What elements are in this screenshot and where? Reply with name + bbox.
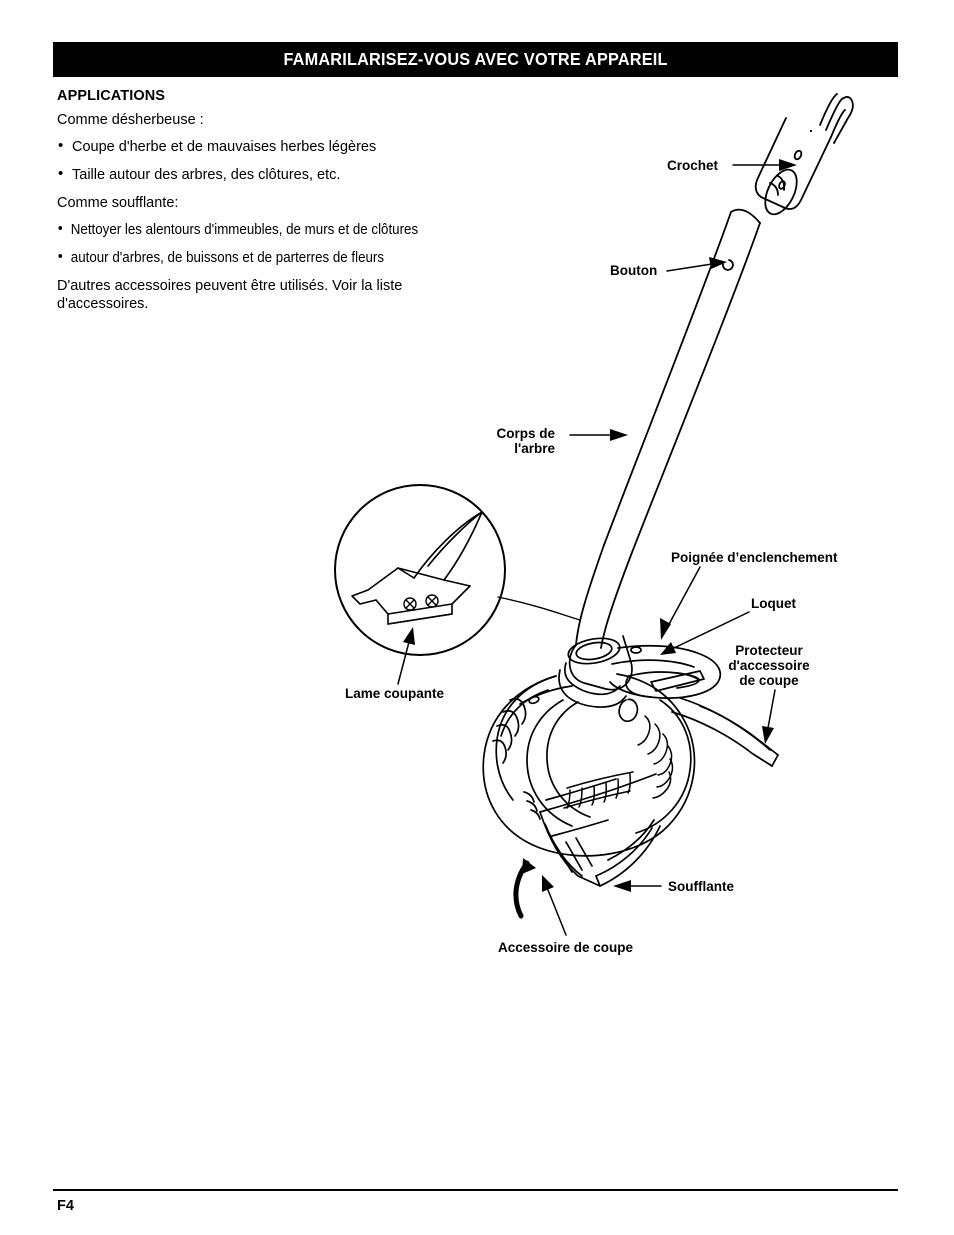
detail-view-circle — [334, 484, 506, 656]
detail-view-blade — [351, 511, 581, 625]
upper-shaft-sleeve — [754, 93, 854, 216]
blower-use-list: Nettoyer les alentours d'immeubles, de m… — [57, 220, 432, 267]
callout-label-guard-line2: d'accessoire — [728, 658, 810, 673]
trimmer-use-list: Coupe d'herbe et de mauvaises herbes lég… — [57, 137, 432, 184]
applications-text-column: APPLICATIONS Comme désherbeuse : Coupe d… — [57, 88, 432, 313]
head-collar — [558, 635, 633, 708]
callout-leader-lines — [397, 159, 797, 936]
callout-label-latch: Loquet — [751, 596, 796, 611]
cutting-attachment-guard — [671, 697, 779, 767]
page-number: F4 — [57, 1198, 74, 1214]
callout-label-engagement-handle: Poignée d’enclenchement — [671, 550, 838, 565]
blower-intro-text: Comme soufflante: — [57, 195, 179, 211]
callout-label-shaft-body: Corps de l'arbre — [440, 426, 555, 456]
shaft-body — [575, 208, 761, 649]
callout-label-shaft-body-line2: l'arbre — [514, 441, 555, 456]
callout-label-blower: Soufflante — [668, 879, 734, 894]
product-illustration — [334, 93, 854, 936]
callout-label-hook: Crochet — [667, 158, 719, 173]
list-item: Nettoyer les alentours d'immeubles, de m… — [57, 220, 443, 239]
section-banner: FAMARILARISEZ-VOUS AVEC VOTRE APPAREIL — [53, 42, 898, 77]
trimmer-intro-text: Comme désherbeuse : — [57, 112, 204, 128]
callout-label-cutting-attachment: Accessoire de coupe — [498, 940, 634, 955]
callout-label-shaft-body-line1: Corps de — [496, 426, 555, 441]
blower-housing — [482, 673, 696, 857]
section-banner-title: FAMARILARISEZ-VOUS AVEC VOTRE APPAREIL — [283, 49, 668, 69]
blower-nozzle — [523, 773, 661, 887]
callout-label-guard: Protecteur d'accessoire de coupe — [714, 643, 824, 688]
callout-label-guard-line3: de coupe — [739, 673, 799, 688]
callout-label-button: Bouton — [610, 263, 658, 278]
footer-divider — [53, 1189, 898, 1191]
applications-heading: APPLICATIONS — [57, 88, 166, 104]
list-item: autour d'arbres, de buissons et de parte… — [57, 248, 443, 267]
callout-label-cutting-blade: Lame coupante — [345, 686, 445, 701]
callout-label-guard-line1: Protecteur — [735, 643, 803, 658]
list-item: Taille autour des arbres, des clôtures, … — [57, 165, 432, 184]
list-item: Coupe d'herbe et de mauvaises herbes lég… — [57, 137, 432, 156]
accessory-note-text: D'autres accessoires peuvent être utilis… — [57, 278, 403, 312]
rotation-arrow-head — [522, 858, 536, 874]
